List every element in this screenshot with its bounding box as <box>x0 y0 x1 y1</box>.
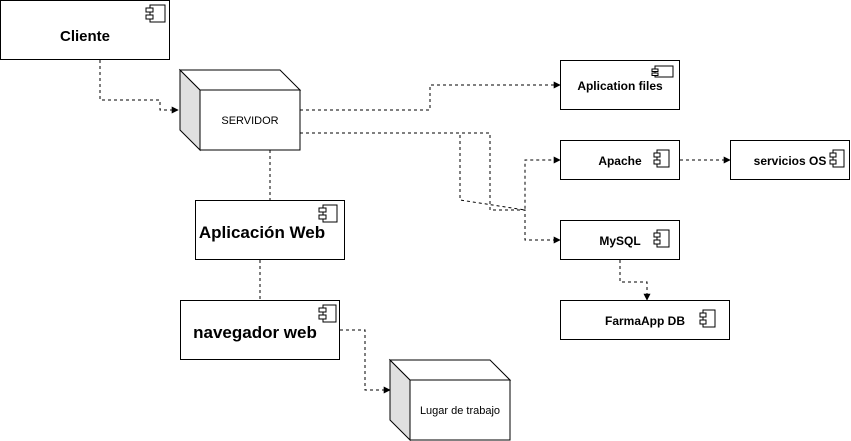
edge-servidor-aplication-files <box>300 81 561 111</box>
node-apache[interactable]: Apache <box>560 140 680 180</box>
servidor-label: SERVIDOR <box>221 115 278 127</box>
node-mysql[interactable]: MySQL <box>560 220 680 260</box>
node-cliente[interactable]: Cliente <box>0 0 170 60</box>
component-icon <box>653 229 670 248</box>
aplication-files-label: Aplication files <box>577 79 663 93</box>
node-aplication-files[interactable]: Aplication files <box>560 60 680 110</box>
node-servidor[interactable]: SERVIDOR <box>178 68 302 152</box>
node-servicios-os[interactable]: servicios OS <box>730 140 850 180</box>
component-icon <box>699 309 716 328</box>
artifact-icon <box>651 65 674 78</box>
node-navegador-web[interactable]: navegador web <box>180 300 340 360</box>
component-icon <box>653 149 670 168</box>
edge-navegador-lugar-trabajo <box>340 329 391 394</box>
edge-cliente-servidor <box>99 60 179 114</box>
cliente-label: Cliente <box>60 28 110 45</box>
component-icon <box>829 149 845 168</box>
farmaapp-db-label: FarmaApp DB <box>605 314 685 328</box>
mysql-label: MySQL <box>599 234 640 248</box>
edge-mysql-farmaapp-db <box>619 260 651 301</box>
connectors <box>99 60 731 394</box>
navegador-web-label: navegador web <box>193 323 317 342</box>
node-lugar-trabajo[interactable]: Lugar de trabajo <box>388 358 512 441</box>
component-icon <box>318 204 338 223</box>
node-farmaapp-db[interactable]: FarmaApp DB <box>560 300 730 340</box>
component-icon <box>145 4 166 23</box>
servicios-os-label: servicios OS <box>754 154 827 168</box>
lugar-trabajo-label: Lugar de trabajo <box>420 405 500 417</box>
edge-servidor-apache <box>300 132 561 211</box>
node-aplicacion-web[interactable]: Aplicación Web <box>195 200 345 260</box>
component-icon <box>318 304 337 323</box>
aplicacion-web-label: Aplicación Web <box>199 223 325 242</box>
apache-label: Apache <box>598 154 642 168</box>
edge-servidor-mysql <box>360 132 561 244</box>
